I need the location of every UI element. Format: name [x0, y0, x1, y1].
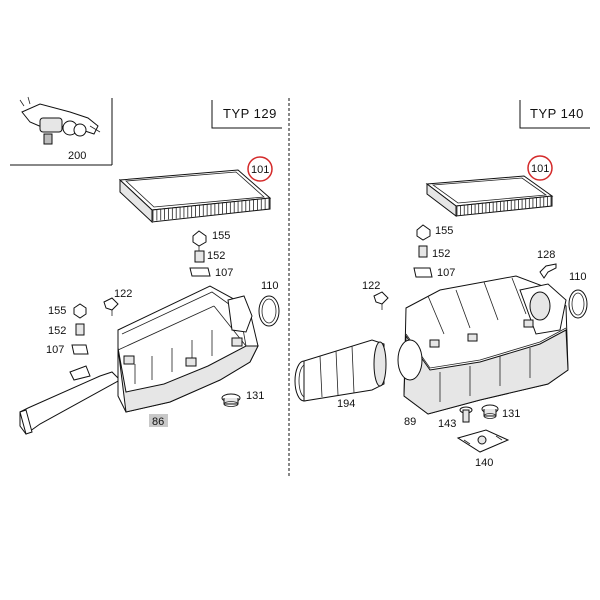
part-101-filter-right [425, 175, 554, 218]
clip-122-left [103, 297, 119, 316]
label-89: 89 [404, 416, 416, 428]
label-110-left: 110 [261, 280, 279, 292]
label-107-right: 107 [437, 267, 455, 279]
airbox-housing-left [19, 285, 259, 435]
label-101-left: 101 [251, 164, 269, 176]
typ-140-box: TYP 140 [519, 100, 590, 129]
label-155-left: 155 [48, 305, 66, 317]
plate-140 [456, 429, 510, 453]
label-110-right: 110 [569, 271, 587, 283]
label-194: 194 [337, 398, 355, 410]
clip-122-right [373, 291, 389, 310]
intake-duct-194 [294, 339, 387, 402]
label-122-left: 122 [114, 288, 132, 300]
typ-140-title: TYP 140 [530, 106, 584, 121]
label-122-right: 122 [362, 280, 380, 292]
bracket-128 [539, 263, 557, 279]
label-152-top: 152 [207, 250, 225, 262]
label-107-top: 107 [215, 267, 233, 279]
airbox-housing-right [397, 275, 569, 415]
label-143: 143 [438, 418, 456, 430]
label-131-right: 131 [502, 408, 520, 420]
label-152-left: 152 [48, 325, 66, 337]
part-200-sensor [19, 96, 101, 145]
mount-stack-upper-left [189, 230, 211, 277]
label-86-highlight [149, 414, 168, 427]
part-101-filter-left [118, 169, 272, 224]
label-107-left: 107 [46, 344, 64, 356]
mount-stack-right [413, 224, 433, 278]
mount-stack-left [71, 303, 89, 355]
highlight-circle-101-left [247, 156, 273, 182]
label-152-right: 152 [432, 248, 450, 260]
highlight-circle-101-right [527, 155, 553, 181]
label-128: 128 [537, 249, 555, 261]
ring-110-right [568, 289, 588, 319]
label-86: 86 [152, 416, 164, 428]
grommet-131-left [221, 393, 241, 407]
label-200: 200 [68, 150, 86, 162]
typ-129-box: TYP 129 [211, 100, 282, 129]
label-140: 140 [475, 457, 493, 469]
label-131-left: 131 [246, 390, 264, 402]
panel-dividers [10, 98, 290, 478]
grommet-131-right [481, 404, 499, 419]
label-155-top: 155 [212, 230, 230, 242]
label-155-right: 155 [435, 225, 453, 237]
bolt-143 [459, 406, 473, 423]
label-101-right: 101 [531, 163, 549, 175]
ring-110-left [258, 295, 280, 327]
typ-129-title: TYP 129 [223, 106, 277, 121]
